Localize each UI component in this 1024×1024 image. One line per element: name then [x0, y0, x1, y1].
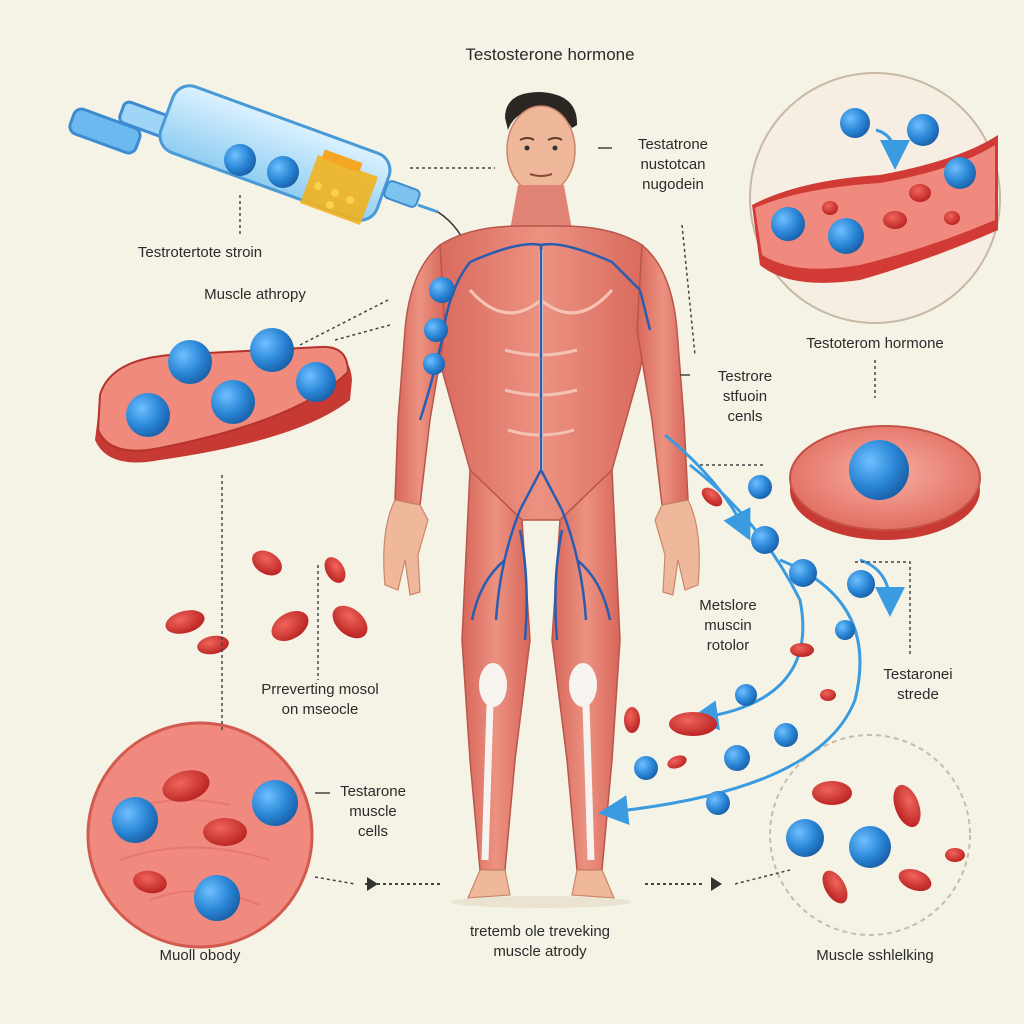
label-center-top-line1: Testatrone	[637, 136, 709, 153]
label-preventing: Prreverting mosol on mseocle	[220, 680, 420, 720]
label-muscle-atrophy: Muscle athropy	[204, 286, 306, 303]
label-bottom-center-line2: muscle atrody	[493, 943, 587, 960]
label-center-top: Testatrone nustotcan nugodein	[608, 135, 738, 195]
label-mid-line1: Testrore	[717, 368, 773, 385]
zoom-circle-bottom-right	[769, 734, 971, 936]
muscle-slab-left	[95, 328, 352, 463]
label-preventing-line2: on mseocle	[281, 701, 359, 718]
label-bottom-right: Muscle sshlelking	[816, 947, 934, 964]
label-testarone-cells: Testarone muscle cells	[318, 782, 428, 842]
human-figure	[383, 92, 700, 908]
label-mid: Testrore stfuoin cenls	[690, 367, 800, 427]
label-metslore-line2: muscin	[704, 617, 752, 634]
label-testaronei-line2: strede	[897, 686, 939, 703]
leader-lines	[221, 147, 911, 885]
label-syringe: Testrotertote stroin	[137, 244, 263, 261]
label-top-right: Testoterom hormone	[806, 335, 944, 352]
label-mid-line3: cenls	[727, 408, 763, 425]
label-testaronei-line1: Testaronei	[883, 666, 953, 683]
muscle-disk-right	[789, 425, 981, 540]
arrowhead-left	[367, 877, 378, 891]
label-metslore-line3: rotolor	[706, 637, 750, 654]
arrowhead-right	[711, 877, 722, 891]
diagram-title: Testosterone hormone	[465, 45, 635, 64]
label-metslore-line1: Metslore	[699, 597, 757, 614]
label-mid-line2: stfuoin	[722, 388, 768, 405]
label-testaronei: Testaronei strede	[868, 665, 968, 705]
label-preventing-line1: Prreverting mosol	[261, 681, 379, 698]
label-center-top-line2: nustotcan	[640, 156, 706, 173]
syringe	[68, 84, 471, 263]
red-blood-cells-left	[165, 550, 368, 655]
label-metslore: Metslore muscin rotolor	[668, 596, 788, 656]
zoom-circle-top-right	[749, 72, 1001, 324]
label-bottom-center: tretemb ole treveking muscle atrody	[410, 922, 670, 962]
label-testarone-cells-line3: cells	[357, 823, 388, 840]
flow-arrows	[598, 433, 905, 826]
label-center-top-line3: nugodein	[642, 176, 704, 193]
muscle-disc-bottom-left	[86, 721, 314, 949]
label-bottom-center-line1: tretemb ole treveking	[469, 923, 611, 940]
label-testarone-cells-line1: Testarone	[340, 783, 406, 800]
label-bottom-left: Muoll obody	[159, 947, 241, 964]
label-testarone-cells-line2: muscle	[349, 803, 397, 820]
